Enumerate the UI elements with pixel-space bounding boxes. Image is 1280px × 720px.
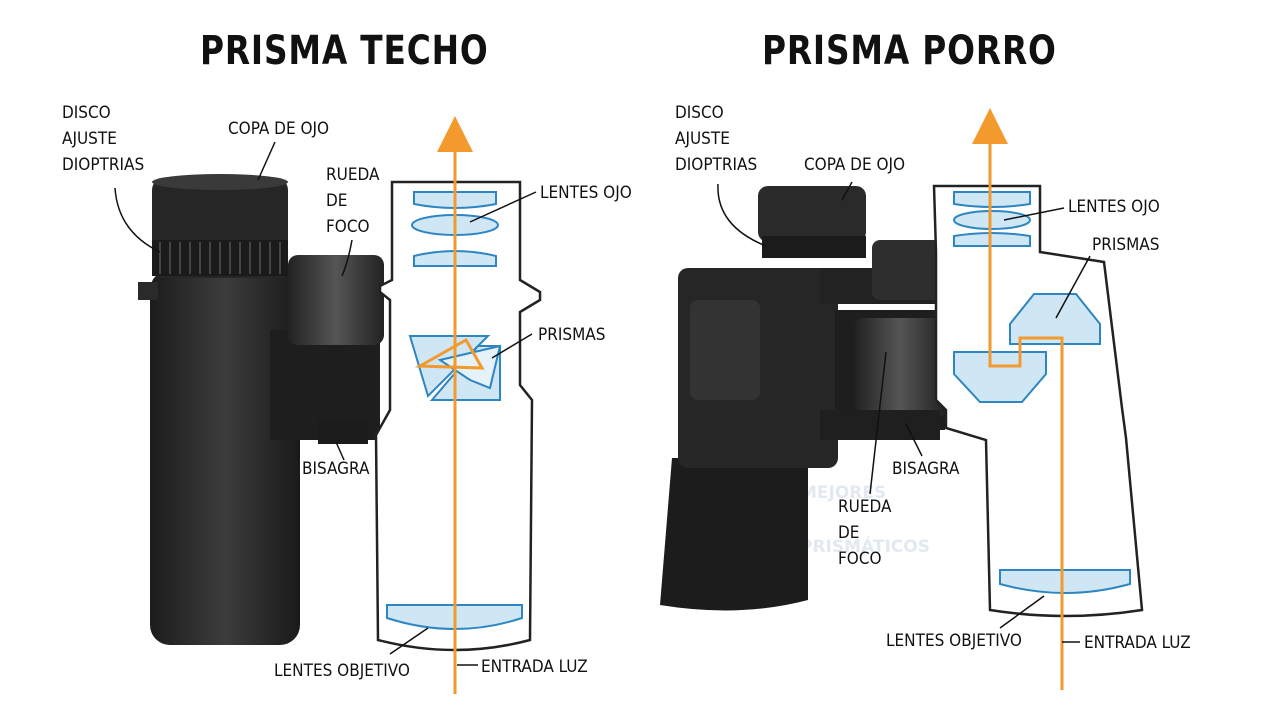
porro-prisms-label: PRISMAS	[1092, 235, 1159, 255]
roof-light-label: ENTRADA LUZ	[481, 657, 588, 677]
roof-focus-label-1: RUEDA	[326, 165, 380, 185]
roof-eyecup-label: COPA DE OJO	[228, 119, 329, 139]
roof-diopter-label-3: DIOPTRIAS	[62, 155, 144, 175]
porro-eye-lenses-label: LENTES OJO	[1068, 197, 1160, 217]
porro-title: PRISMA PORRO	[762, 28, 1057, 74]
porro-light-label: ENTRADA LUZ	[1084, 633, 1191, 653]
roof-diopter-label-1: DISCO	[62, 103, 111, 123]
porro-focus-label-2: DE	[838, 523, 859, 543]
watermark-line-1: MEJORES	[800, 483, 886, 503]
roof-focus-label-3: FOCO	[326, 217, 370, 237]
porro-objective-label: LENTES OBJETIVO	[886, 631, 1022, 651]
porro-diopter-label-3: DIOPTRIAS	[675, 155, 757, 175]
porro-focus-label-1: RUEDA	[838, 497, 892, 517]
roof-focus-label-2: DE	[326, 191, 347, 211]
porro-diopter-label-1: DISCO	[675, 103, 724, 123]
porro-body-outline	[932, 184, 1144, 618]
roof-body-outline	[374, 180, 542, 652]
porro-prisms	[953, 293, 1101, 403]
roof-title: PRISMA TECHO	[200, 28, 489, 74]
roof-hinge-label: BISAGRA	[302, 459, 370, 479]
watermark-line-2: PRISMÁTICOS	[800, 535, 930, 557]
roof-eye-lenses-label: LENTES OJO	[540, 183, 632, 203]
porro-diopter-label-2: AJUSTE	[675, 129, 730, 149]
porro-eyecup-label: COPA DE OJO	[804, 155, 905, 175]
porro-binocular-photo	[660, 186, 950, 611]
porro-eye-lenses	[953, 191, 1031, 247]
roof-diopter-label-2: AJUSTE	[62, 129, 117, 149]
porro-light-path	[972, 108, 1064, 690]
roof-prisms-label: PRISMAS	[538, 325, 605, 345]
roof-objective-label: LENTES OBJETIVO	[274, 661, 410, 681]
porro-objective-lens	[999, 569, 1131, 594]
porro-hinge-label: BISAGRA	[892, 459, 960, 479]
porro-focus-label-3: FOCO	[838, 549, 882, 569]
roof-binocular-photo	[138, 174, 384, 645]
